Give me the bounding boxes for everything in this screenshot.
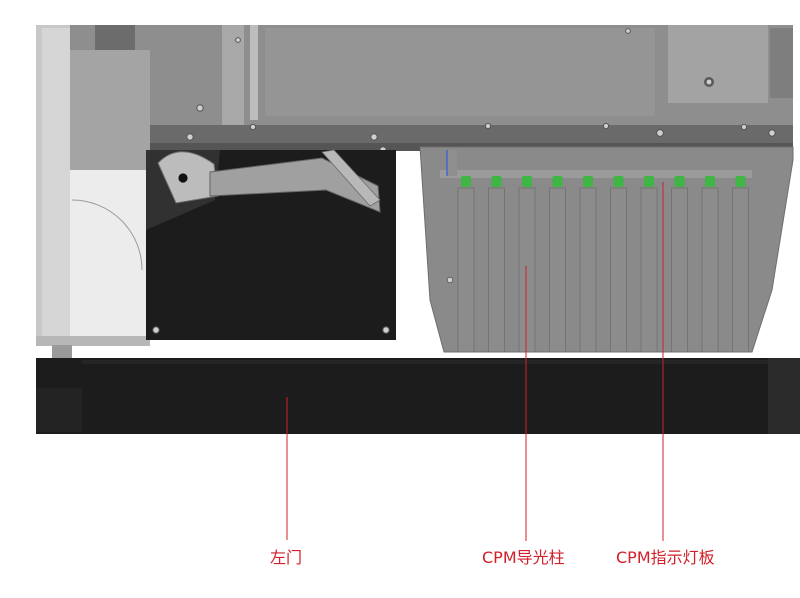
light-pipe <box>579 187 597 353</box>
cpm-indicator-board <box>419 146 794 353</box>
left-door-label: 左门 <box>270 548 302 567</box>
led-indicator <box>644 176 654 187</box>
light-pipe <box>488 187 505 353</box>
led-indicator <box>674 176 685 187</box>
light-pipe <box>640 187 658 353</box>
led-indicator <box>461 176 471 187</box>
cpm-indicator-board-label: CPM指示灯板 <box>616 548 715 567</box>
leader-lines <box>286 182 664 541</box>
led-indicator <box>522 176 532 187</box>
light-pipe <box>549 187 566 353</box>
light-pipe <box>457 187 475 353</box>
led-indicator <box>552 176 563 187</box>
light-pipe <box>671 187 688 353</box>
led-indicator <box>583 176 593 187</box>
cpm-bracket-plate <box>146 149 396 340</box>
left-door-frame <box>36 25 150 419</box>
led-indicator <box>705 176 715 187</box>
cpm-light-pipes <box>457 176 749 353</box>
light-pipe <box>610 187 627 353</box>
left-door-panel <box>36 358 800 434</box>
led-indicator <box>613 176 624 187</box>
light-pipe <box>701 187 719 353</box>
light-pipe <box>732 187 749 353</box>
callout-labels: 左门 CPM导光柱 CPM指示灯板 <box>270 548 715 567</box>
light-pipe <box>518 187 536 353</box>
led-indicator <box>735 176 746 187</box>
chassis-screws <box>186 28 776 154</box>
cpm-light-pipe-label: CPM导光柱 <box>482 548 565 567</box>
led-indicator <box>491 176 502 187</box>
